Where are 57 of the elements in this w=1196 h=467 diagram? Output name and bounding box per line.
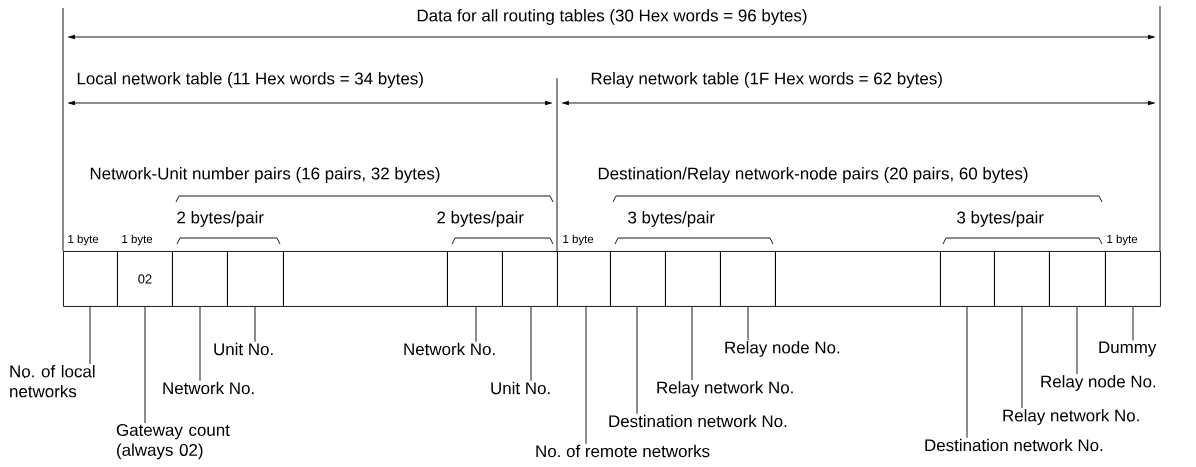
field-label: Unit No. <box>491 381 550 395</box>
leader-line <box>475 306 477 343</box>
memory-cell <box>665 251 721 307</box>
leader-line <box>1132 306 1134 341</box>
bracket-label: 2 bytes/pair <box>177 211 264 227</box>
field-label: Gateway count (always 02) <box>116 424 230 460</box>
field-label: Destination network No. <box>925 438 1103 452</box>
bracket-label: Destination/Relay network-node pairs (20 pairs, 60 bytes) <box>598 167 1028 183</box>
field-label: Unit No. <box>214 342 273 356</box>
leader-line <box>89 306 91 365</box>
dimension-label: Data for all routing tables (30 Hex words = 96 bytes) <box>417 9 807 25</box>
memory-cell <box>502 251 558 307</box>
memory-cell <box>283 251 448 307</box>
memory-cell <box>1105 251 1161 307</box>
bracket-label: 3 bytes/pair <box>957 211 1044 227</box>
memory-cell <box>227 251 284 307</box>
leader-line <box>1076 306 1078 375</box>
field-label: Destination network No. <box>609 414 787 428</box>
dimension-label: Local network table (11 Hex words = 34 bytes) <box>77 72 423 88</box>
field-label: Relay network No. <box>1003 409 1139 425</box>
field-label: Dummy <box>1099 341 1157 357</box>
field-label: Relay node No. <box>1041 375 1156 391</box>
field-label: Network No. <box>163 381 254 395</box>
bracket-label: 2 bytes/pair <box>437 211 524 227</box>
field-label: No. of local networks <box>10 365 95 398</box>
dimension-label: Relay network table (1F Hex words = 62 bytes) <box>591 72 942 88</box>
byte-size-label: 1 byte <box>1107 234 1138 246</box>
field-label: Network No. <box>404 342 495 356</box>
memory-cell <box>720 251 776 307</box>
memory-cell <box>994 251 1050 307</box>
leader-line <box>199 306 201 382</box>
leader-line <box>530 306 532 382</box>
memory-cell <box>63 251 118 307</box>
memory-cell: 02 <box>117 251 173 307</box>
memory-cell <box>775 251 941 307</box>
leader-line <box>691 306 693 381</box>
leader-line <box>254 306 256 343</box>
memory-cell <box>557 251 611 307</box>
field-label: Relay node No. <box>725 341 840 357</box>
byte-size-label: 1 byte <box>122 234 153 246</box>
leader-line <box>966 306 968 439</box>
memory-cell <box>172 251 228 307</box>
memory-cell <box>610 251 666 307</box>
byte-size-label: 1 byte <box>68 234 99 246</box>
leader-line <box>1021 306 1023 409</box>
bracket-label: 3 bytes/pair <box>628 211 715 227</box>
leader-line <box>747 306 749 341</box>
leader-line <box>144 306 146 424</box>
bracket-label: Network-Unit number pairs (16 pairs, 32 bytes) <box>90 167 440 183</box>
field-label: No. of remote networks <box>536 444 710 458</box>
leader-line <box>636 306 638 415</box>
leader-line <box>585 306 587 445</box>
memory-cell <box>1049 251 1106 307</box>
memory-cell <box>940 251 995 307</box>
memory-cell <box>447 251 503 307</box>
byte-size-label: 1 byte <box>563 234 594 246</box>
field-label: Relay network No. <box>657 381 793 397</box>
